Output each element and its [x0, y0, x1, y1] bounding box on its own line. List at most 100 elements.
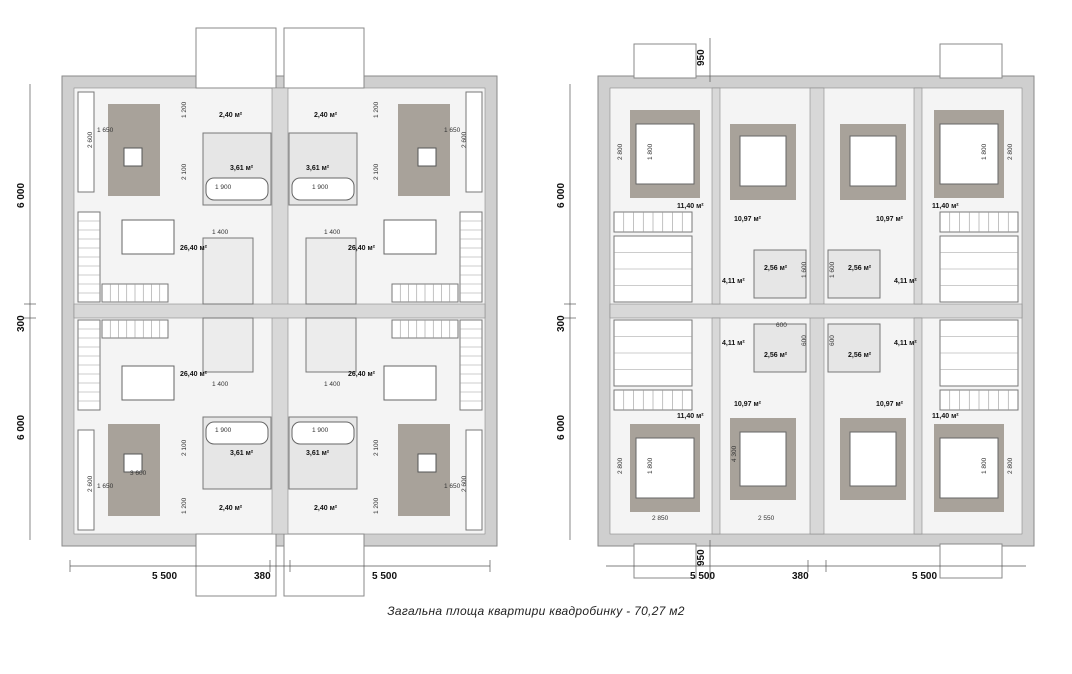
dim-1200: 1 200	[181, 497, 188, 514]
right-stairs-group	[613, 211, 1019, 411]
dim-2100: 2 100	[181, 163, 188, 180]
bed	[939, 437, 999, 499]
area-living-bl: 26,40 м²	[180, 371, 208, 378]
dim-2800: 2 800	[1007, 457, 1014, 474]
dim-600: 600	[801, 335, 808, 346]
bathtub	[205, 421, 269, 445]
dim-1800: 1 800	[647, 457, 654, 474]
dim-1900: 1 900	[312, 427, 329, 434]
left-mid-wall	[73, 303, 486, 319]
bathtub	[205, 177, 269, 201]
left-balcony-bottom-right	[283, 533, 365, 597]
area-wc: 2,56 м²	[848, 265, 872, 272]
sofa	[465, 91, 483, 193]
area-hall: 4,11 м²	[722, 278, 745, 285]
dim-bottom-left: 5 500	[690, 571, 715, 582]
dim-1650: 1 650	[444, 127, 461, 134]
area-wc: 2,56 м²	[764, 352, 788, 359]
dim-bottom-left: 5 500	[152, 571, 177, 582]
kitchen-counter	[202, 317, 254, 373]
dim-2600: 2 600	[461, 131, 468, 148]
sofa	[77, 91, 95, 193]
area-hall: 4,11 м²	[894, 278, 917, 285]
dim-side-mid: 300	[556, 315, 567, 332]
dining-table	[121, 365, 175, 401]
dim-1600: 1 600	[829, 261, 836, 278]
dim-bottom-mid: 380	[792, 571, 809, 582]
dim-1650: 1 650	[97, 483, 114, 490]
wc	[827, 323, 881, 373]
dim-1800: 1 800	[647, 143, 654, 160]
area-bath-br: 3,61 м²	[306, 450, 330, 457]
dim-1900: 1 900	[215, 184, 232, 191]
right-floor-plan: 11,40 м² 11,40 м² 11,40 м² 11,40 м² 10,9…	[556, 38, 1035, 582]
coffee-table	[123, 147, 143, 167]
dim-1400: 1 400	[324, 381, 341, 388]
kitchen-counter	[305, 237, 357, 305]
dim-1600: 1 600	[801, 261, 808, 278]
dim-side-mid: 300	[16, 315, 27, 332]
area-bedroom-a: 11,40 м²	[932, 413, 959, 420]
dim-1800: 1 800	[981, 143, 988, 160]
dim-side-bottom: 6 000	[16, 415, 27, 440]
bathtub	[291, 421, 355, 445]
dim-2800: 2 800	[617, 143, 624, 160]
dim-1400: 1 400	[212, 229, 229, 236]
dining-table	[383, 219, 437, 255]
dim-2800: 2 800	[1007, 143, 1014, 160]
dim-1200: 1 200	[181, 101, 188, 118]
dim-1200: 1 200	[373, 101, 380, 118]
area-hall: 4,11 м²	[722, 340, 745, 347]
dining-table	[121, 219, 175, 255]
coffee-table	[123, 453, 143, 473]
dim-4300: 4 300	[731, 445, 738, 462]
area-balcony-br: 2,40 м²	[314, 505, 338, 512]
dim-600: 600	[829, 335, 836, 346]
dim-side-bottom: 6 000	[556, 415, 567, 440]
dim-1650: 1 650	[444, 483, 461, 490]
left-floor-plan: 2,40 м² 2,40 м² 2,40 м² 2,40 м² 3,61 м² …	[16, 27, 498, 597]
area-living-br: 26,40 м²	[348, 371, 376, 378]
area-bedroom-b: 10,97 м²	[876, 401, 904, 408]
kitchen-counter	[305, 317, 357, 373]
bed	[635, 437, 695, 499]
wc	[827, 249, 881, 299]
dim-2100: 2 100	[373, 163, 380, 180]
bed	[635, 123, 695, 185]
area-bedroom-a: 11,40 м²	[677, 203, 704, 210]
dim-2850: 2 850	[652, 515, 669, 522]
coffee-table	[417, 147, 437, 167]
right-balcony-top-left	[633, 43, 697, 79]
dim-2100: 2 100	[181, 439, 188, 456]
dim-3600: 3 600	[130, 470, 147, 477]
dim-1400: 1 400	[324, 229, 341, 236]
dim-bottom-right: 5 500	[912, 571, 937, 582]
area-balcony-tr: 2,40 м²	[314, 112, 338, 119]
bed	[849, 135, 897, 187]
wc	[753, 249, 807, 299]
area-balcony-tl: 2,40 м²	[219, 112, 243, 119]
dim-600: 600	[776, 322, 787, 329]
dim-2600: 2 600	[461, 475, 468, 492]
left-balcony-top-right	[283, 27, 365, 89]
area-bedroom-a: 11,40 м²	[932, 203, 959, 210]
bed	[739, 135, 787, 187]
area-wc: 2,56 м²	[764, 265, 788, 272]
area-bedroom-a: 11,40 м²	[677, 413, 704, 420]
dim-2600: 2 600	[87, 131, 94, 148]
area-living-tl: 26,40 м²	[180, 245, 208, 252]
dim-1650: 1 650	[97, 127, 114, 134]
dim-2800: 2 800	[617, 457, 624, 474]
area-hall: 4,11 м²	[894, 340, 917, 347]
coffee-table	[417, 453, 437, 473]
dim-1800: 1 800	[981, 457, 988, 474]
area-bath-tl: 3,61 м²	[230, 165, 254, 172]
dim-bottom-mid: 380	[254, 571, 271, 582]
left-balcony-top-left	[195, 27, 277, 89]
bed	[739, 431, 787, 487]
dim-bottom-right: 5 500	[372, 571, 397, 582]
dim-2100: 2 100	[373, 439, 380, 456]
dim-2600: 2 600	[87, 475, 94, 492]
